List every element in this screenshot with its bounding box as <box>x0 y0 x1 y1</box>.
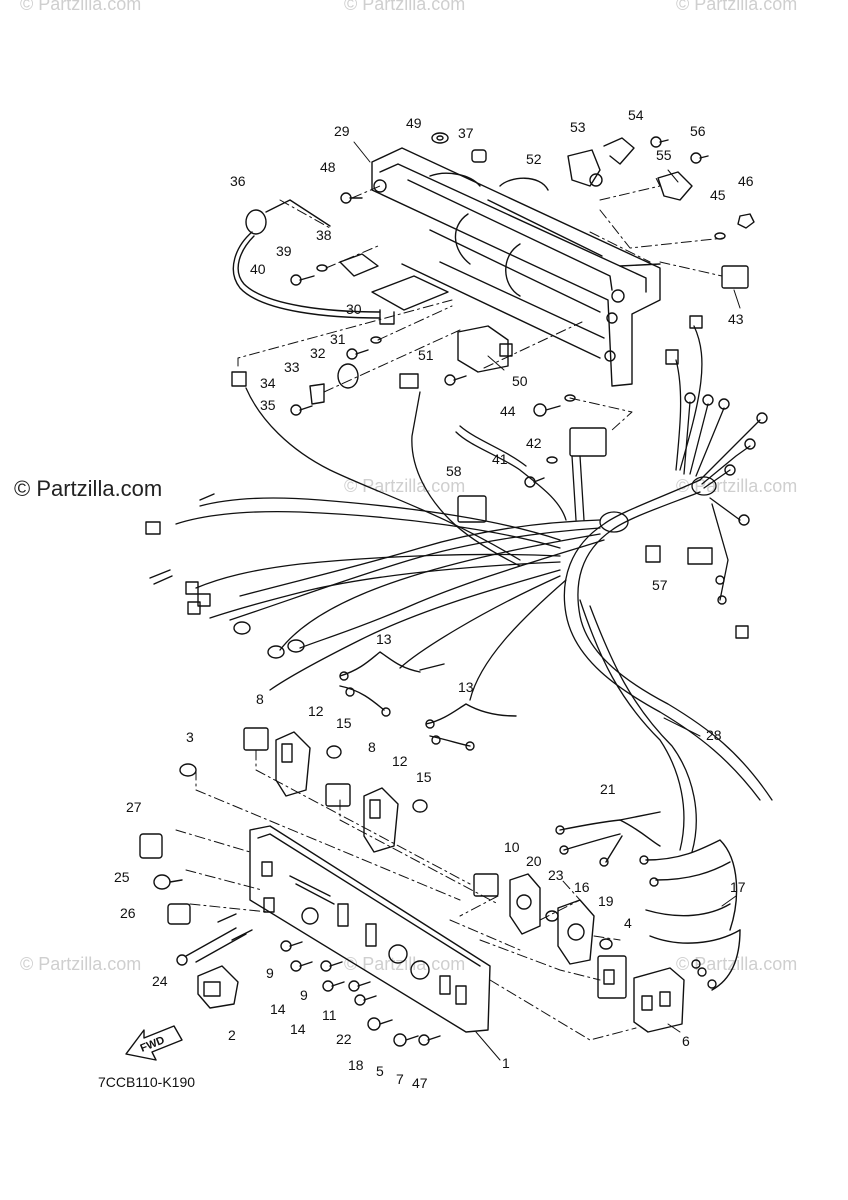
callout-38: 38 <box>316 227 332 243</box>
callout-31: 31 <box>330 331 346 347</box>
callout-16: 16 <box>574 879 590 895</box>
callout-12a: 12 <box>308 703 324 719</box>
watermark-top-center: © Partzilla.com <box>344 0 466 14</box>
callout-40: 40 <box>250 261 266 277</box>
callout-25: 25 <box>114 869 130 885</box>
callout-26: 26 <box>120 905 136 921</box>
callout-22: 22 <box>336 1031 352 1047</box>
callout-9b: 9 <box>300 987 308 1003</box>
ground-leads <box>339 651 517 751</box>
harness-terminals-left <box>145 493 305 659</box>
fwd-arrow <box>125 1025 183 1061</box>
callout-9a: 9 <box>266 965 274 981</box>
callout-7: 7 <box>396 1071 404 1087</box>
callout-57: 57 <box>652 577 668 593</box>
callout-15a: 15 <box>336 715 352 731</box>
callout-51: 51 <box>418 347 434 363</box>
callout-10: 10 <box>504 839 520 855</box>
callout-39: 39 <box>276 243 292 259</box>
callout-46: 46 <box>738 173 754 189</box>
callout-30: 30 <box>346 301 362 317</box>
upper-leader-lines <box>237 177 725 431</box>
callout-24: 24 <box>152 973 168 989</box>
callout-49: 49 <box>406 115 422 131</box>
callout-36: 36 <box>230 173 246 189</box>
lower-leader-lines <box>175 749 637 1041</box>
front-panel <box>249 825 491 1033</box>
upper-breakers <box>179 727 428 853</box>
callout-15b: 15 <box>416 769 432 785</box>
callout-labels: 1 2 3 4 5 6 7 8 8 9 9 10 11 12 12 13 13 … <box>114 107 754 1091</box>
callout-45: 45 <box>710 187 726 203</box>
callout-44: 44 <box>500 403 516 419</box>
callout-41: 41 <box>492 451 508 467</box>
watermark-top-right: © Partzilla.com <box>676 0 798 14</box>
callout-1: 1 <box>502 1055 510 1071</box>
callout-48: 48 <box>320 159 336 175</box>
callout-21: 21 <box>600 781 616 797</box>
callout-14a: 14 <box>270 1001 286 1017</box>
callout-54: 54 <box>628 107 644 123</box>
watermark-bottom-right: © Partzilla.com <box>676 954 798 974</box>
callout-2: 2 <box>228 1027 236 1043</box>
callout-43: 43 <box>728 311 744 327</box>
upper-small-parts <box>231 132 755 563</box>
watermark-top-left: © Partzilla.com <box>20 0 142 14</box>
callout-35: 35 <box>260 397 276 413</box>
watermark-mid-center: © Partzilla.com <box>344 476 466 496</box>
callout-42: 42 <box>526 435 542 451</box>
diagram-code: 7CCB110-K190 <box>98 1074 196 1090</box>
callout-8b: 8 <box>368 739 376 755</box>
callout-11: 11 <box>322 1007 337 1023</box>
callout-19: 19 <box>598 893 614 909</box>
callout-18: 18 <box>348 1057 364 1073</box>
callout-13a: 13 <box>376 631 392 647</box>
watermark-bottom-left: © Partzilla.com <box>20 954 142 974</box>
callout-56: 56 <box>690 123 706 139</box>
lower-leads <box>555 811 741 991</box>
callout-58: 58 <box>446 463 462 479</box>
callout-4: 4 <box>624 915 632 931</box>
brand-watermark: © Partzilla.com <box>14 476 163 501</box>
console-frame <box>371 147 661 387</box>
callout-29: 29 <box>334 123 350 139</box>
callout-55: 55 <box>656 147 672 163</box>
harness-terminals-right <box>665 315 768 639</box>
callout-28: 28 <box>706 727 722 743</box>
callout-33: 33 <box>284 359 300 375</box>
callout-23: 23 <box>548 867 564 883</box>
watermark-bottom-center: © Partzilla.com <box>344 954 466 974</box>
callout-50: 50 <box>512 373 528 389</box>
callout-5: 5 <box>376 1063 384 1079</box>
callout-13b: 13 <box>458 679 474 695</box>
callout-12b: 12 <box>392 753 408 769</box>
callout-6: 6 <box>682 1033 690 1049</box>
callout-leaders <box>353 141 741 1061</box>
callout-47: 47 <box>412 1075 428 1091</box>
callout-14b: 14 <box>290 1021 306 1037</box>
wiring-harness <box>175 325 773 853</box>
callout-52: 52 <box>526 151 542 167</box>
callout-53: 53 <box>570 119 586 135</box>
callout-17: 17 <box>730 879 746 895</box>
callout-34: 34 <box>260 375 276 391</box>
callout-37: 37 <box>458 125 474 141</box>
callout-27: 27 <box>126 799 142 815</box>
callout-32: 32 <box>310 345 326 361</box>
callout-3: 3 <box>186 729 194 745</box>
callout-8a: 8 <box>256 691 264 707</box>
callout-20: 20 <box>526 853 542 869</box>
